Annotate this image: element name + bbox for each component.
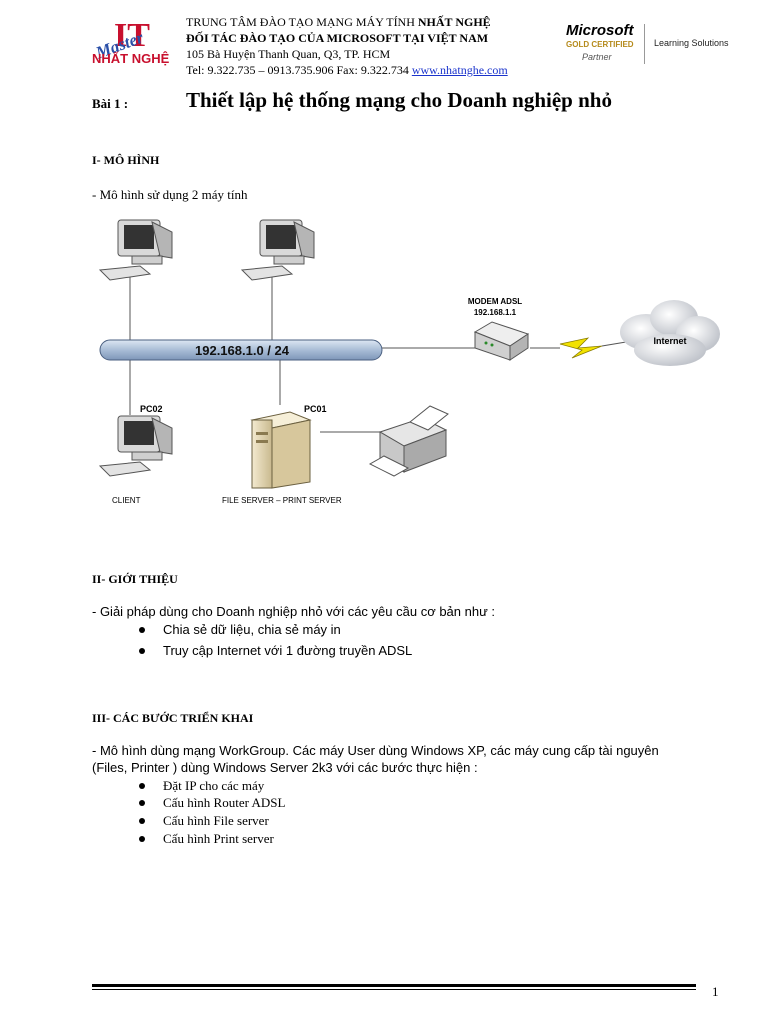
computer-icon: [240, 219, 315, 281]
pc02-label: PC02: [140, 404, 163, 414]
section2-heading: II- GIỚI THIỆU: [92, 572, 178, 586]
section3-heading: III- CÁC BƯỚC TRIỂN KHAI: [92, 711, 254, 725]
network-label: 192.168.1.0 / 24: [195, 343, 290, 358]
section3-para-line1: - Mô hình dùng mạng WorkGroup. Các máy U…: [92, 743, 659, 758]
footer-rule: [92, 984, 696, 987]
internet-label: Internet: [653, 336, 686, 346]
section1-heading: I- MÔ HÌNH: [92, 153, 160, 167]
bullet-icon: [139, 836, 145, 842]
computer-icon: [98, 219, 173, 281]
header-text: TRUNG TÂM ĐÀO TẠO MẠNG MÁY TÍNH NHẤT NGH…: [186, 14, 508, 78]
header-line4: Tel: 9.322.735 – 0913.735.906 Fax: 9.322…: [186, 63, 508, 77]
bullet-icon: [139, 627, 145, 633]
bullet-icon: [139, 648, 145, 654]
ms-divider: [644, 24, 645, 64]
modem-icon: [473, 321, 530, 361]
server-icon: [250, 411, 312, 489]
header-line3: 105 Bà Huyện Thanh Quan, Q3, TP. HCM: [186, 47, 391, 61]
logo-it-text: IT: [114, 17, 150, 54]
microsoft-partner-logo: Microsoft GOLD CERTIFIED Partner Learnin…: [560, 22, 760, 68]
computer-icon: [98, 415, 173, 477]
lesson-label: Bài 1 :: [92, 96, 129, 111]
printer-icon: [368, 405, 449, 477]
client-caption: CLIENT: [112, 496, 141, 505]
ms-brand: Microsoft: [566, 22, 634, 39]
logo-brand: NHẤT NGHỆ: [92, 51, 170, 66]
ms-learning: Learning Solutions: [654, 38, 729, 48]
footer-rule-thin: [92, 989, 696, 990]
ms-gold: GOLD CERTIFIED: [566, 40, 634, 49]
modem-ip: 192.168.1.1: [474, 308, 517, 317]
section2-intro: - Giải pháp dùng cho Doanh nghiệp nhỏ vớ…: [92, 604, 496, 619]
lightning-icon: [530, 337, 627, 359]
internet-cloud-icon: [620, 300, 720, 366]
modem-label: MODEM ADSL: [468, 297, 522, 306]
page-number: 1: [712, 984, 719, 999]
server-caption: FILE SERVER – PRINT SERVER: [222, 496, 342, 505]
section1-intro: - Mô hình sử dụng 2 máy tính: [92, 187, 248, 202]
network-bus: [99, 339, 383, 361]
website-link[interactable]: www.nhatnghe.com: [411, 63, 508, 77]
network-diagram: 192.168.1.0 / 24 MODEM ADSL 192.168.1.1 …: [98, 219, 720, 505]
ms-partner: Partner: [582, 52, 612, 62]
bullet-icon: [139, 800, 145, 806]
lesson-title: Thiết lập hệ thống mạng cho Doanh nghiệp…: [186, 88, 612, 112]
bullet-icon: [139, 818, 145, 824]
bullet-icon: [139, 783, 145, 789]
header-logo: IT Master: [92, 14, 176, 72]
header-line1: TRUNG TÂM ĐÀO TẠO MẠNG MÁY TÍNH NHẤT NGH…: [186, 15, 491, 29]
section3-para-line2: (Files, Printer ) dùng Windows Server 2k…: [92, 760, 478, 775]
header-line2: ĐỐI TÁC ĐÀO TẠO CỦA MICROSOFT TẠI VIỆT N…: [186, 31, 489, 45]
pc01-label: PC01: [304, 404, 327, 414]
